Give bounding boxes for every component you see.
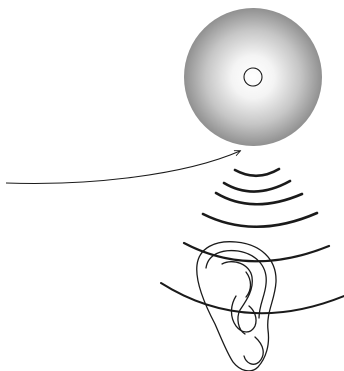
sphere-speaker-icon	[184, 8, 322, 146]
ear-concha	[231, 296, 256, 332]
arrow-icon	[6, 151, 240, 183]
sound-wave-icon	[161, 169, 344, 313]
ear-antihelix	[222, 262, 252, 334]
sound-wave-1	[235, 169, 279, 176]
sound-wave-3	[216, 193, 302, 204]
sound-wave-4	[203, 213, 317, 227]
ear-lobe-detail	[244, 337, 263, 364]
sound-wave-2	[224, 181, 290, 192]
sphere-body	[184, 8, 322, 146]
